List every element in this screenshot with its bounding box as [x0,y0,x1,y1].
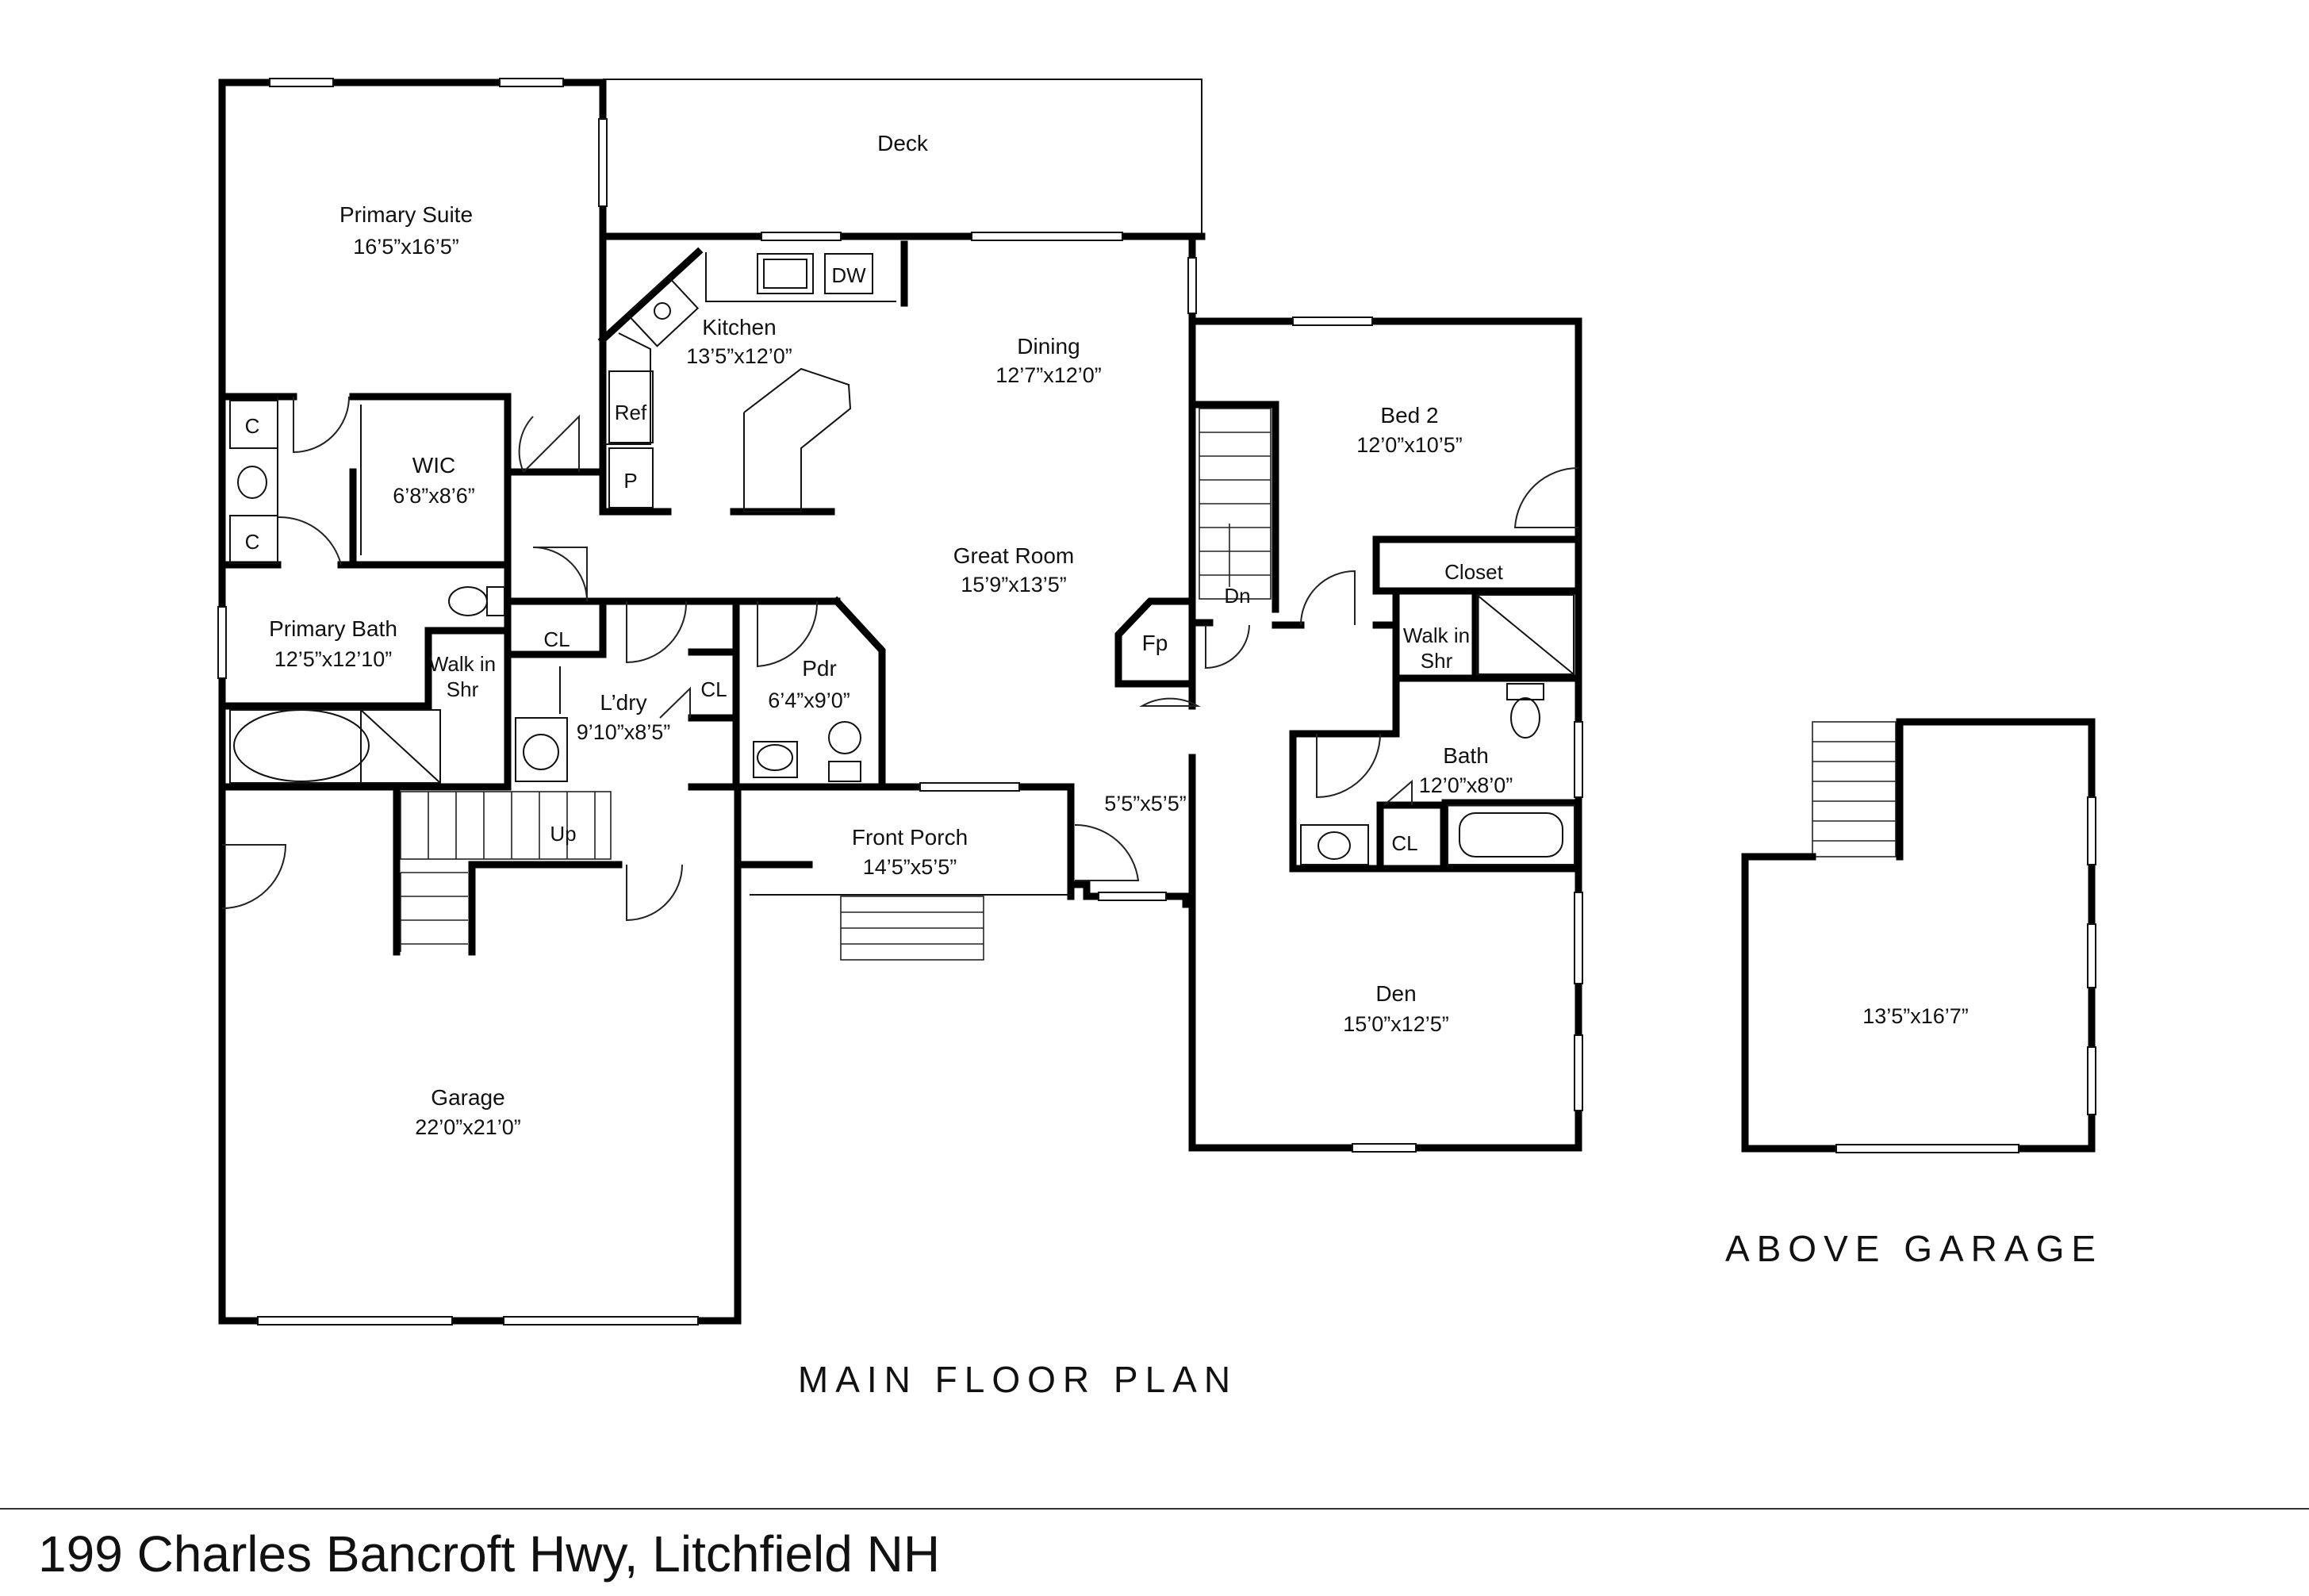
fireplace-label: Fp [1142,631,1168,655]
refrigerator-label: Ref [615,401,647,424]
above-garage-walls [1741,718,2096,1153]
walk-in-shr-2-line1: Walk in [1403,623,1470,647]
front-porch-dim: 14’5”x5’5” [863,855,957,879]
great-room-name: Great Room [953,543,1075,568]
fixture-labels: DW Ref P C C CL CL CL Closet Fp Dn Up [245,263,1504,855]
kitchen-dim: 13’5”x12’0” [686,344,792,368]
deck-label: Deck [877,131,929,155]
stairs-down-label: Dn [1224,584,1250,608]
cl-bath-label: CL [543,627,570,651]
entry-dim: 5’5”x5’5” [1104,792,1187,815]
primary-suite-dim: 16’5”x16’5” [353,235,459,259]
closet-label: Closet [1444,560,1503,584]
dishwasher-label: DW [831,263,866,287]
bath-name: Bath [1443,743,1489,768]
walk-in-shr-1-line2: Shr [447,677,479,701]
primary-bath-dim: 12’5”x12’10” [274,647,393,671]
den-dim: 15’0”x12’5” [1343,1012,1449,1036]
garage-dim: 22’0”x21’0” [415,1115,521,1139]
primary-suite-name: Primary Suite [339,202,473,227]
wic-dim: 6’8”x8’6” [393,484,475,508]
bed2-name: Bed 2 [1380,403,1438,428]
cl-bath2-label: CL [1391,831,1417,855]
room-labels: Deck Primary Suite 16’5”x16’5” Kitchen 1… [269,131,1969,1139]
above-garage-caption: ABOVE GARAGE [1725,1228,2103,1269]
footer-divider [0,1508,2309,1510]
stairs [400,408,1897,961]
laundry-name: L’dry [600,690,646,715]
walk-in-shr-2-line2: Shr [1421,649,1453,673]
front-porch-name: Front Porch [852,825,968,850]
pantry-label: P [623,469,637,493]
laundry-dim: 9’10”x8’5” [577,720,671,744]
pdr-dim: 6’4”x9’0” [768,689,850,712]
cl-laundry-label: CL [700,677,727,701]
closet-c-bottom-label: C [245,530,260,554]
wic-name: WIC [412,453,455,478]
pdr-name: Pdr [802,656,837,681]
den-name: Den [1375,981,1416,1006]
stairs-up-label: Up [550,822,576,846]
great-room-dim: 15’9”x13’5” [961,573,1067,597]
property-address: 199 Charles Bancroft Hwy, Litchfield NH [38,1525,941,1583]
garage-name: Garage [431,1085,504,1110]
kitchen-name: Kitchen [702,315,776,340]
bed2-dim: 12’0”x10’5” [1356,433,1463,457]
dining-dim: 12’7”x12’0” [995,363,1102,387]
main-floor-caption: MAIN FLOOR PLAN [798,1359,1237,1400]
primary-bath-name: Primary Bath [269,616,397,641]
windows [217,78,1583,1326]
fixtures [229,252,1575,865]
above-garage-dim: 13’5”x16’7” [1862,1004,1969,1028]
closet-c-top-label: C [245,414,260,438]
door-swings [221,396,1579,922]
bath-dim: 12’0”x8’0” [1419,773,1513,797]
walk-in-shr-1-line1: Walk in [429,652,496,676]
dining-name: Dining [1017,334,1080,359]
